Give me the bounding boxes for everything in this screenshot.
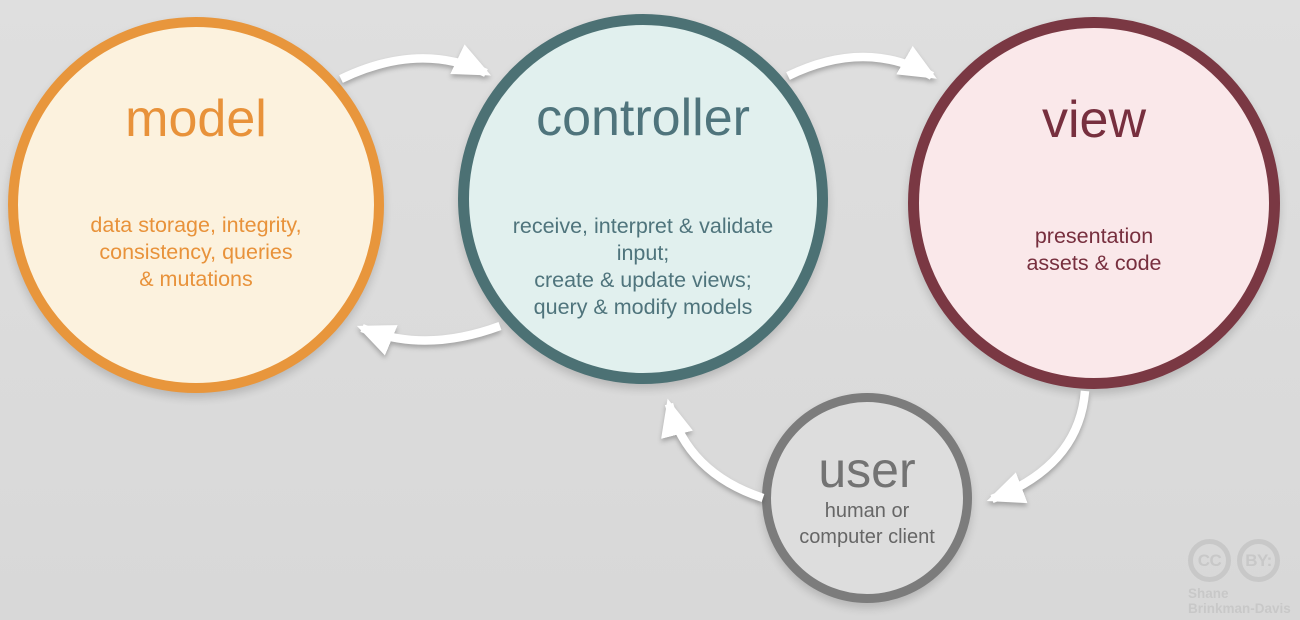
user-description: human or computer client <box>783 498 952 550</box>
controller-description-line: query & modify models <box>533 295 753 319</box>
license-badges: CC BY: <box>1188 539 1292 582</box>
arrow-user-to-controller-icon <box>661 398 765 503</box>
node-user: user human or computer client <box>762 393 972 603</box>
view-description-line: presentation <box>1034 224 1154 248</box>
model-description-line: & mutations <box>139 267 253 291</box>
user-description-line: computer client <box>799 526 935 548</box>
attribution: CC BY: Shane Brinkman-Davis <box>1188 539 1292 616</box>
cc-badge-icon: CC <box>1188 539 1231 582</box>
arrow-view-to-user-icon <box>986 390 1090 504</box>
view-description: presentation assets & code <box>940 223 1248 277</box>
model-description-line: consistency, queries <box>99 240 293 264</box>
controller-title: controller <box>536 89 750 147</box>
arrow-controller-to-view-icon <box>786 45 937 80</box>
arrow-model-to-controller-icon <box>339 44 492 83</box>
cc-by-badge-icon: BY: <box>1237 539 1280 582</box>
node-view: view presentation assets & code <box>908 17 1280 389</box>
view-title: view <box>1041 91 1147 149</box>
controller-description-line: create & update views; <box>534 268 752 292</box>
node-model: model data storage, integrity, consisten… <box>8 17 384 393</box>
view-description-line: assets & code <box>1026 251 1162 275</box>
model-description-line: data storage, integrity, <box>90 213 302 237</box>
node-controller: controller receive, interpret & validate… <box>458 14 828 384</box>
author-name-line: Brinkman-Davis <box>1188 601 1291 616</box>
user-description-line: human or <box>824 500 910 522</box>
author-name-line: Shane <box>1188 586 1229 601</box>
controller-description: receive, interpret & validate input; cre… <box>490 213 796 321</box>
author-name: Shane Brinkman-Davis <box>1188 586 1292 616</box>
arrow-controller-to-model-icon <box>356 322 502 356</box>
controller-description-line: receive, interpret & validate input; <box>512 214 774 265</box>
model-title: model <box>125 90 267 148</box>
user-title: user <box>818 442 916 498</box>
model-description: data storage, integrity, consistency, qu… <box>39 212 352 293</box>
